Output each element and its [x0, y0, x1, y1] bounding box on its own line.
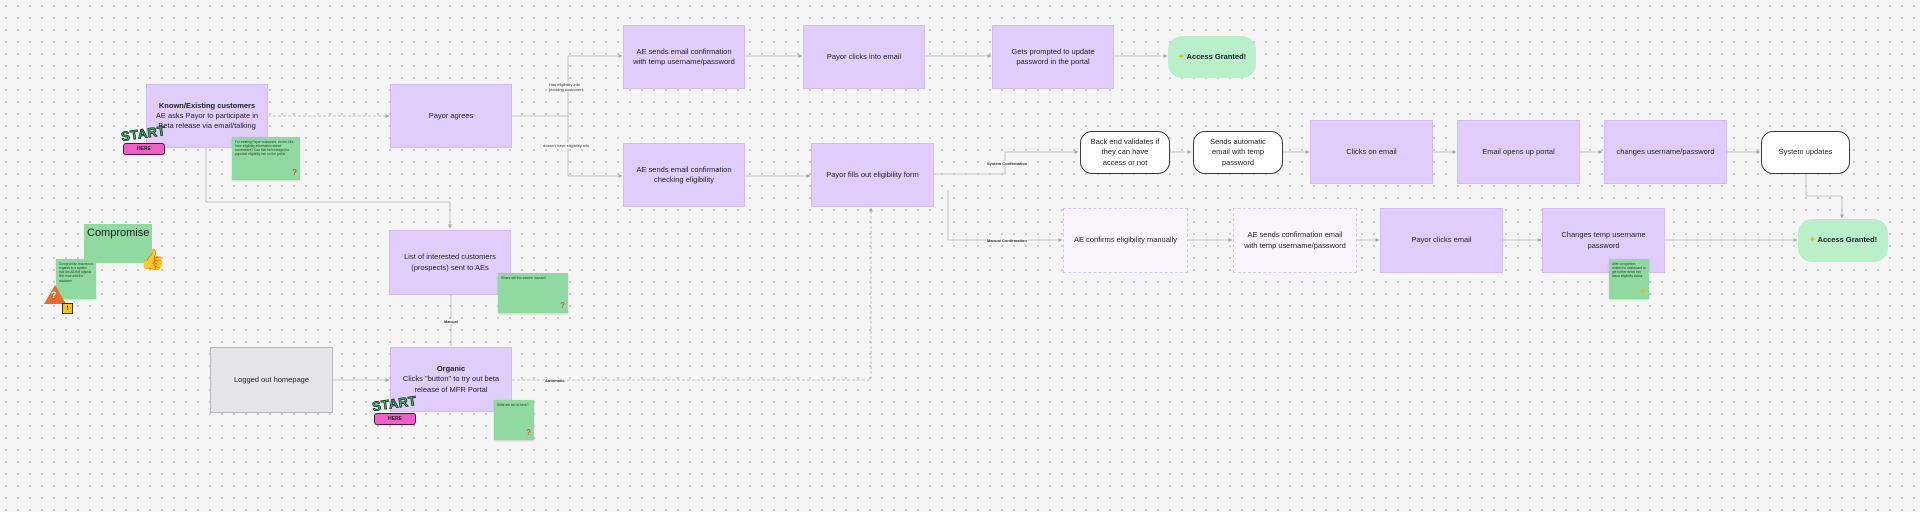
- sticky-note-compromise[interactable]: Compromise reached in regards to a syste…: [56, 259, 96, 299]
- question-icon: ?: [526, 427, 531, 437]
- sticky-where-data-text: Where will this data be housed?: [501, 276, 547, 280]
- list-interested-label: List of interested customers (prospects)…: [404, 252, 496, 272]
- prompted-update-node[interactable]: Gets prompted to update password in the …: [992, 25, 1114, 89]
- ae-sends-temp-label: AE sends email confirmation with temp us…: [633, 46, 735, 66]
- ae-sends-temp-node[interactable]: AE sends email confirmation with temp us…: [623, 25, 745, 89]
- backend-validates-node[interactable]: Back end validates if they can have acce…: [1080, 131, 1170, 174]
- known-customers-text: AE asks Payor to participate in Beta rel…: [155, 110, 259, 131]
- edge-label-automatic: Automatic: [544, 378, 566, 383]
- access-granted-label-1: Access Granted!: [1186, 51, 1247, 61]
- sparkle-icon: ✦: [1808, 235, 1816, 245]
- ae-confirms-manually-node[interactable]: AE confirms eligibility manually: [1063, 208, 1188, 273]
- compromise-title: Compromise: [87, 227, 150, 239]
- payor-agrees-label: Payor agrees: [428, 110, 474, 120]
- payor-clicks-email-label: Payor clicks into email: [826, 51, 902, 61]
- edge-label-no-eligibility: doesn't have eligibility info: [542, 143, 591, 148]
- system-updates-node[interactable]: System updates: [1761, 131, 1850, 174]
- start-word: START: [371, 392, 418, 415]
- edge-label-manual-confirmation: Manual Confirmation: [986, 238, 1028, 243]
- backend-validates-label: Back end validates if they can have acce…: [1090, 137, 1160, 167]
- warning-question-mark: ?: [51, 290, 57, 300]
- payor-fills-form-node[interactable]: Payor fills out eligibility form: [811, 143, 934, 207]
- changes-username-label: changes username/password: [1616, 146, 1715, 156]
- ae-confirms-manually-label: AE confirms eligibility manually: [1074, 235, 1177, 245]
- organic-node[interactable]: Organic Clicks "button" to try out beta …: [390, 347, 512, 412]
- payor-clicks-email-2-label: Payor clicks email: [1411, 235, 1472, 245]
- sticky-what-here-text: What are we do here?: [497, 403, 529, 407]
- known-customers-title: Known/Existing customers: [158, 100, 256, 110]
- payor-clicks-email-node[interactable]: Payor clicks into email: [803, 25, 925, 89]
- sticky-note-after-complete[interactable]: After completion: redirect to dashboard …: [1609, 259, 1649, 299]
- logged-out-label: Logged out homepage: [233, 374, 310, 384]
- logged-out-node[interactable]: Logged out homepage: [210, 347, 333, 413]
- thumbs-up-icon: 👍: [140, 249, 165, 271]
- list-interested-node[interactable]: List of interested customers (prospects)…: [389, 230, 511, 295]
- sends-auto-email-node[interactable]: Sends automatic email with temp password: [1193, 131, 1283, 174]
- sparkle-icon: ✦: [1177, 51, 1185, 61]
- email-opens-portal-label: Email opens up portal: [1482, 146, 1555, 156]
- edge-label-has-eligibility: Has eligibility info (existing customers: [548, 82, 585, 93]
- changes-temp-label: Changes temp username password: [1561, 230, 1646, 250]
- alert-icon: !: [62, 303, 73, 314]
- start-here-sticker-organic: START HERE: [371, 392, 420, 426]
- system-updates-label: System updates: [1778, 147, 1833, 157]
- question-icon: ?: [560, 300, 565, 310]
- prompted-update-label: Gets prompted to update password in the …: [1011, 46, 1095, 66]
- start-ribbon: HERE: [374, 413, 416, 425]
- ae-sends-confirmation-2-label: AE sends confirmation email with temp us…: [1244, 230, 1346, 250]
- payor-agrees-node[interactable]: Payor agrees: [390, 84, 512, 148]
- access-granted-node-1[interactable]: ✦Access Granted!: [1168, 36, 1256, 78]
- email-opens-portal-node[interactable]: Email opens up portal: [1457, 120, 1580, 184]
- question-icon: ?: [292, 167, 297, 177]
- changes-username-node[interactable]: changes username/password: [1604, 120, 1727, 184]
- sticky-note-what-here[interactable]: What are we do here? ?: [494, 400, 534, 440]
- start-here-sticker: START HERE: [120, 122, 169, 156]
- payor-fills-form-label: Payor fills out eligibility form: [826, 169, 919, 179]
- sticky-note-existing-payor[interactable]: For existing Payor customers, do the AEs…: [232, 137, 300, 180]
- sticky-note-where-data[interactable]: Where will this data be housed? ?: [498, 273, 568, 313]
- payor-clicks-email-2-node[interactable]: Payor clicks email: [1380, 208, 1503, 273]
- ae-sends-checking-node[interactable]: AE sends email confirmation checking eli…: [623, 143, 745, 207]
- warning-icon: [44, 285, 66, 304]
- edge-label-system-confirmation: System Confirmation: [986, 161, 1029, 166]
- sticky-after-complete-text: After completion: redirect to dashboard …: [1612, 262, 1646, 279]
- clicks-on-email-node[interactable]: Clicks on email: [1310, 120, 1433, 184]
- clicks-on-email-label: Clicks on email: [1346, 146, 1397, 156]
- compromise-sticker[interactable]: Compromise: [84, 224, 152, 263]
- sticky-compromise-text: Compromise reached in regards to a syste…: [59, 262, 93, 283]
- edge-label-manual: Manual: [443, 319, 459, 324]
- ae-sends-checking-label: AE sends email confirmation checking eli…: [636, 164, 732, 184]
- access-granted-label-2: Access Granted!: [1817, 235, 1878, 245]
- sends-auto-email-label: Sends automatic email with temp password: [1210, 137, 1266, 167]
- start-ribbon: HERE: [123, 143, 165, 155]
- access-granted-node-2[interactable]: ✦Access Granted!: [1798, 219, 1888, 262]
- star-icon: ✦: [1639, 286, 1646, 296]
- ae-sends-confirmation-2-node[interactable]: AE sends confirmation email with temp us…: [1233, 208, 1357, 273]
- start-word: START: [120, 122, 167, 145]
- organic-text: Clicks "button" to try out beta release …: [402, 374, 500, 394]
- organic-title: Organic: [436, 364, 466, 374]
- sticky-existing-payor-text: For existing Payor customers, do the AEs…: [235, 140, 294, 157]
